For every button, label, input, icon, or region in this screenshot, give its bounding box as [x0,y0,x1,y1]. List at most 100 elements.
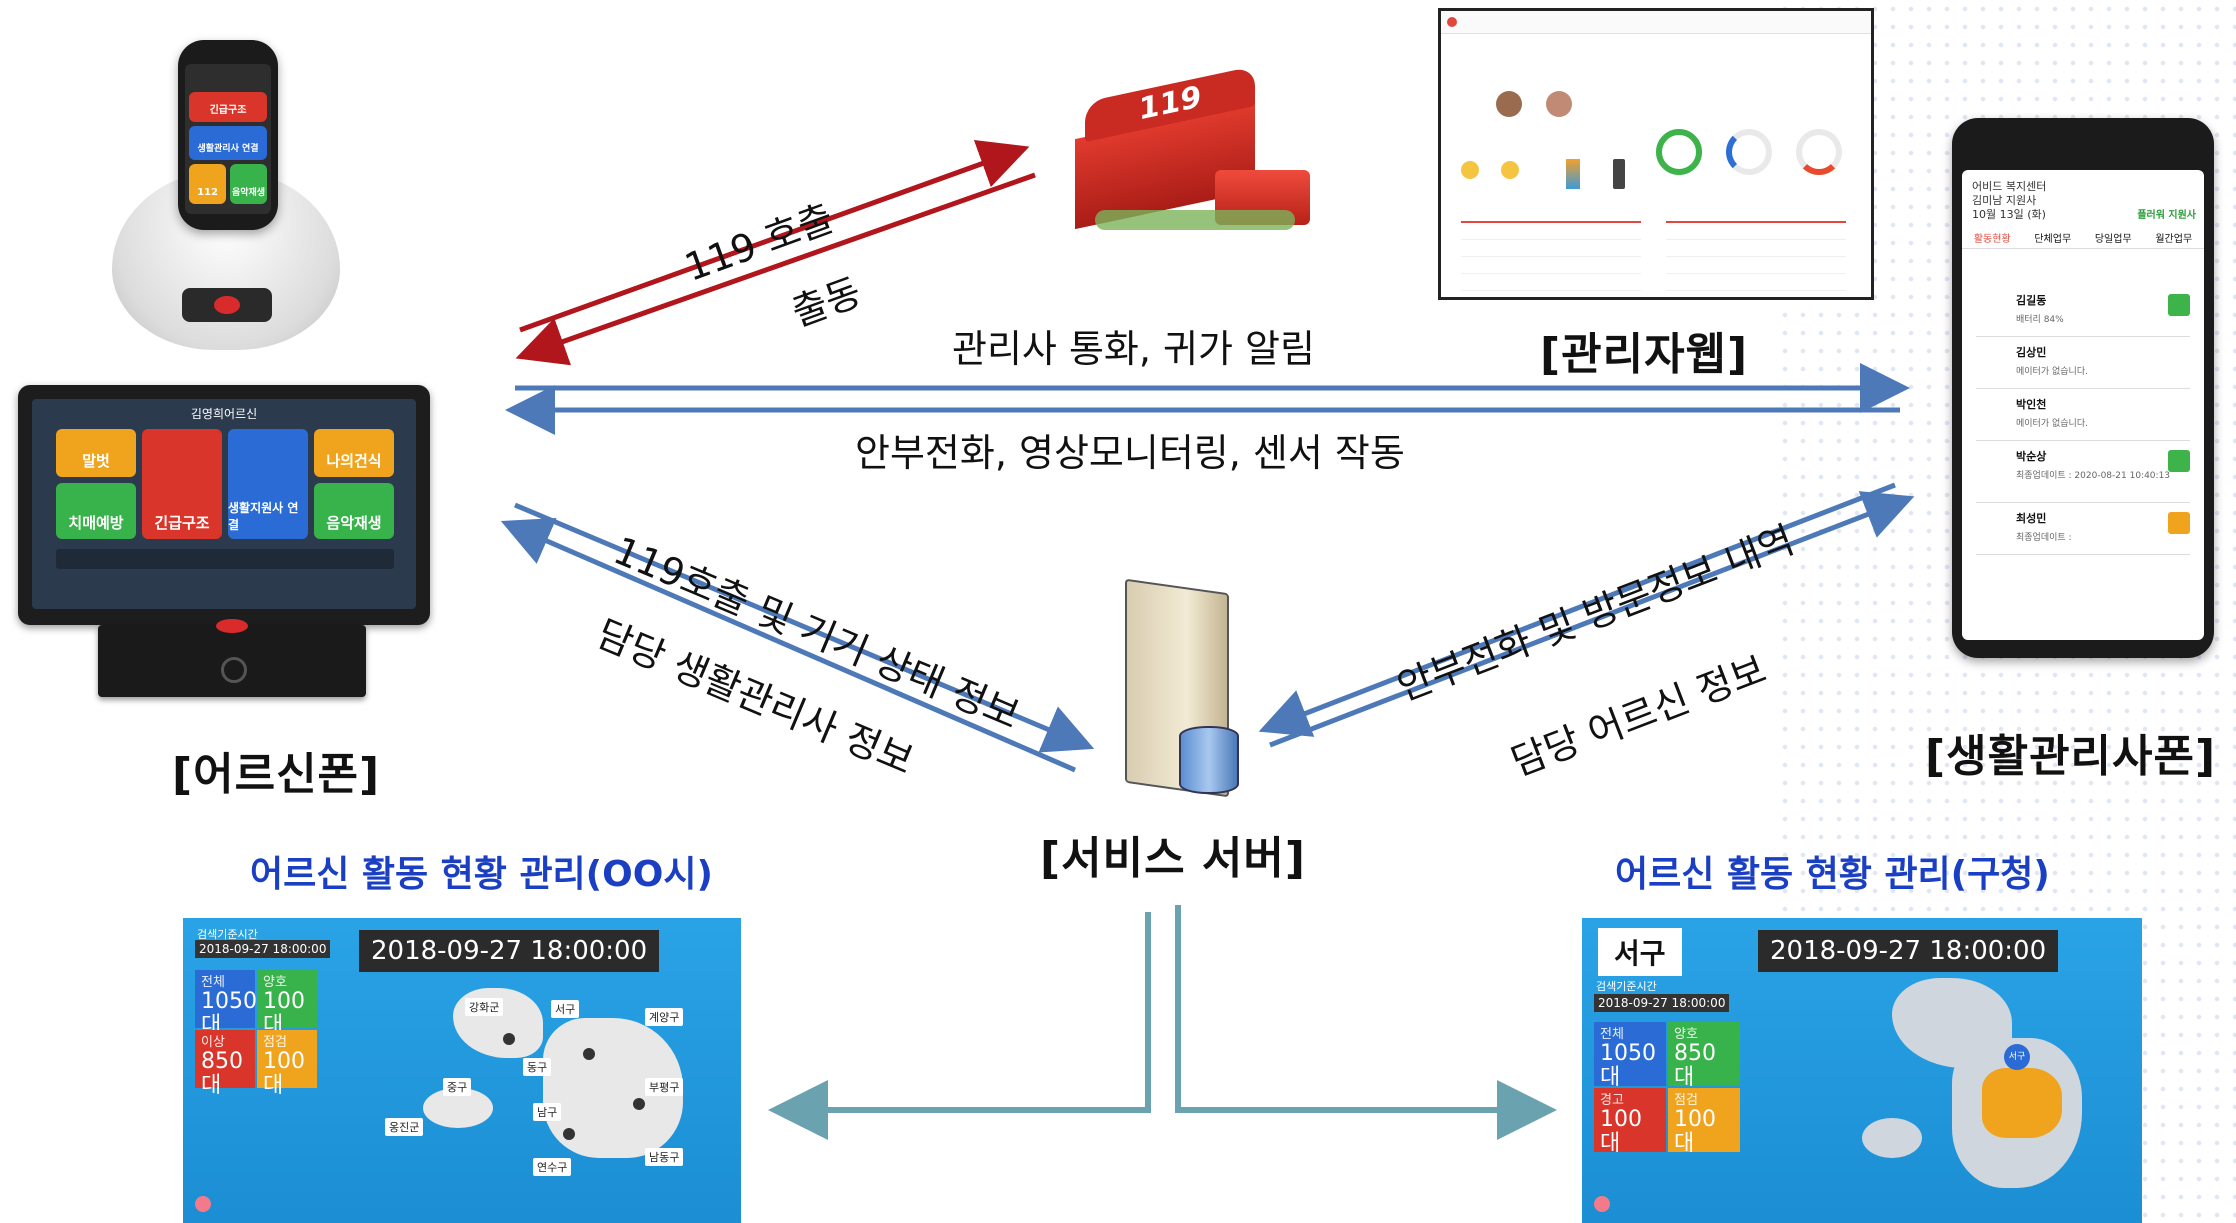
donut-red [1796,129,1842,175]
district-time-small: 2018-09-27 18:00:00 [1594,994,1730,1012]
district-panel-title: 어르신 활동 현황 관리(구청) [1615,854,2050,895]
tablet-status-bar [56,549,394,569]
district-label: 남동구 [645,1148,684,1166]
city-panel-title: 어르신 활동 현황 관리(OO시) [250,854,713,895]
city-map: 강화군 서구 계양구 동구 중구 부평구 남구 옹진군 연수구 남동구 [383,978,723,1208]
tablet-emergency-button-icon [216,619,248,633]
admin-web-label: [관리자웹] [1540,329,1749,380]
city-dashboard: 검색기준시간 2018-09-27 18:00:00 2018-09-27 18… [183,918,741,1223]
server-to-district-arrow [1175,905,1557,1140]
tablet-tile-dementia[interactable]: 치매예방 [56,483,136,539]
city-logo-icon [195,1196,211,1212]
list-item[interactable]: 최성민 최종업데이트 : [1976,508,2190,555]
senior-phone-tile-1[interactable]: 생활관리사 연결 [189,126,267,160]
dock-base-slot [182,288,272,322]
district-label: 남구 [533,1103,562,1121]
phone-dock [112,170,340,350]
district-map: 서구 [1832,978,2122,1208]
district-time-big: 2018-09-27 18:00:00 [1758,930,2059,972]
tablet-base [98,619,366,697]
map-pin [633,1098,645,1110]
district-label: 중구 [443,1078,472,1096]
service-server-label: [서비스 서버] [1040,833,1306,884]
senior-phone-tile-2[interactable]: 112 [189,164,226,204]
fire-station-icon: 119 [1065,60,1325,240]
district-time-label: 검색기준시간 [1596,980,1657,993]
donut-green [1656,129,1702,175]
list-item[interactable]: 박순상 최종업데이트 : 2020-08-21 10:40:13 [1976,446,2190,503]
donut-blue [1726,129,1772,175]
senior-phone-tile-0[interactable]: 긴급구조 [189,92,267,122]
person-name: 김상민 [2016,346,2047,359]
flow-label-safety-call: 안부전화, 영상모니터링, 센서 작동 [855,431,1405,475]
manager-org: 어비드 복지센터 [1972,180,2047,193]
database-icon [1179,726,1239,794]
dispatch-arrow [515,172,1036,366]
server-to-city-arrow [768,912,1151,1140]
admin-logo-icon [1447,17,1457,27]
manager-phone: 어비드 복지센터 김미남 지원사 10월 13일 (화) 플러워 지원사 활동현… [1952,118,2214,658]
district-label: 연수구 [533,1158,572,1176]
person-note: 메이터가 없습니다. [2016,367,2088,377]
person-name: 최성민 [2016,512,2047,525]
status-ok-icon [2168,294,2190,316]
person-name: 김길동 [2016,294,2047,307]
map-pin-seogu: 서구 [2004,1044,2030,1070]
district-name-badge: 서구 [1598,928,1682,976]
district-label: 서구 [551,1000,580,1018]
tablet-screen: 김영희어르신 말벗 긴급구조 생활지원사 연결 나의건식 치매예방 음악재생 [32,399,416,609]
admin-web-header [1441,11,1871,34]
tablet-tile-chat[interactable]: 말벗 [56,429,136,477]
map-region-island [1862,1118,1922,1158]
tablet-tile-manager[interactable]: 생활지원사 연결 [228,429,308,539]
map-pin [583,1048,595,1060]
tab-group[interactable]: 단체업무 [2034,233,2072,245]
phone-icon [1613,159,1625,189]
fire-station-trees [1095,210,1295,230]
list-item[interactable]: 김길동 배터리 84% [1976,290,2190,337]
to-server-status-arrow [514,502,1095,753]
admin-web-thumbnail [1438,8,1874,300]
server-icon [1105,578,1253,802]
district-dashboard: 서구 2018-09-27 18:00:00 검색기준시간 2018-09-27… [1582,918,2142,1223]
map-pin [503,1033,515,1045]
manager-phone-label: [생활관리사폰] [1925,731,2217,782]
city-time-big: 2018-09-27 18:00:00 [359,930,660,972]
tablet-tile-music[interactable]: 음악재생 [314,483,394,539]
senior-phone-tile-3[interactable]: 음악재생 [230,164,267,204]
senior-tablet: 김영희어르신 말벗 긴급구조 생활지원사 연결 나의건식 치매예방 음악재생 [18,385,430,625]
tablet-tile-emergency[interactable]: 긴급구조 [142,429,222,539]
person-note: 최종업데이트 : [2016,533,2072,543]
list-item[interactable]: 박인천 메이터가 없습니다. [1976,394,2190,441]
list-item[interactable]: 김상민 메이터가 없습니다. [1976,342,2190,389]
tablet-speaker-icon [221,657,247,683]
admin-table-left [1461,221,1641,293]
manager-tabs: 활동현황 단체업무 당일업무 월간업무 [1962,226,2204,249]
person-name: 박인천 [2016,398,2047,411]
senior-phone-screen: 긴급구조 생활관리사 연결 112 음악재생 [185,64,271,214]
map-pin [563,1128,575,1140]
district-logo-icon [1594,1196,1610,1212]
tab-today[interactable]: 당일업무 [2094,233,2132,245]
district-label: 계양구 [645,1008,684,1026]
person-note: 배터리 84% [2016,315,2064,325]
city-time-label: 검색기준시간 [197,928,258,941]
senior-phone: 긴급구조 생활관리사 연결 112 음악재생 [178,40,278,230]
district-label: 옹진군 [385,1118,424,1136]
district-label: 부평구 [645,1078,684,1096]
manager-branch: 김미남 지원사 [1972,194,2037,207]
tablet-tile-health[interactable]: 나의건식 [314,429,394,477]
map-region-seogu-highlight [1982,1068,2062,1138]
tab-monthly[interactable]: 월간업무 [2155,233,2193,245]
person-note: 최종업데이트 : 2020-08-21 10:40:13 [2016,471,2171,481]
manager-date: 10월 13일 (화) [1972,208,2046,221]
tab-activity[interactable]: 활동현황 [1973,233,2011,245]
